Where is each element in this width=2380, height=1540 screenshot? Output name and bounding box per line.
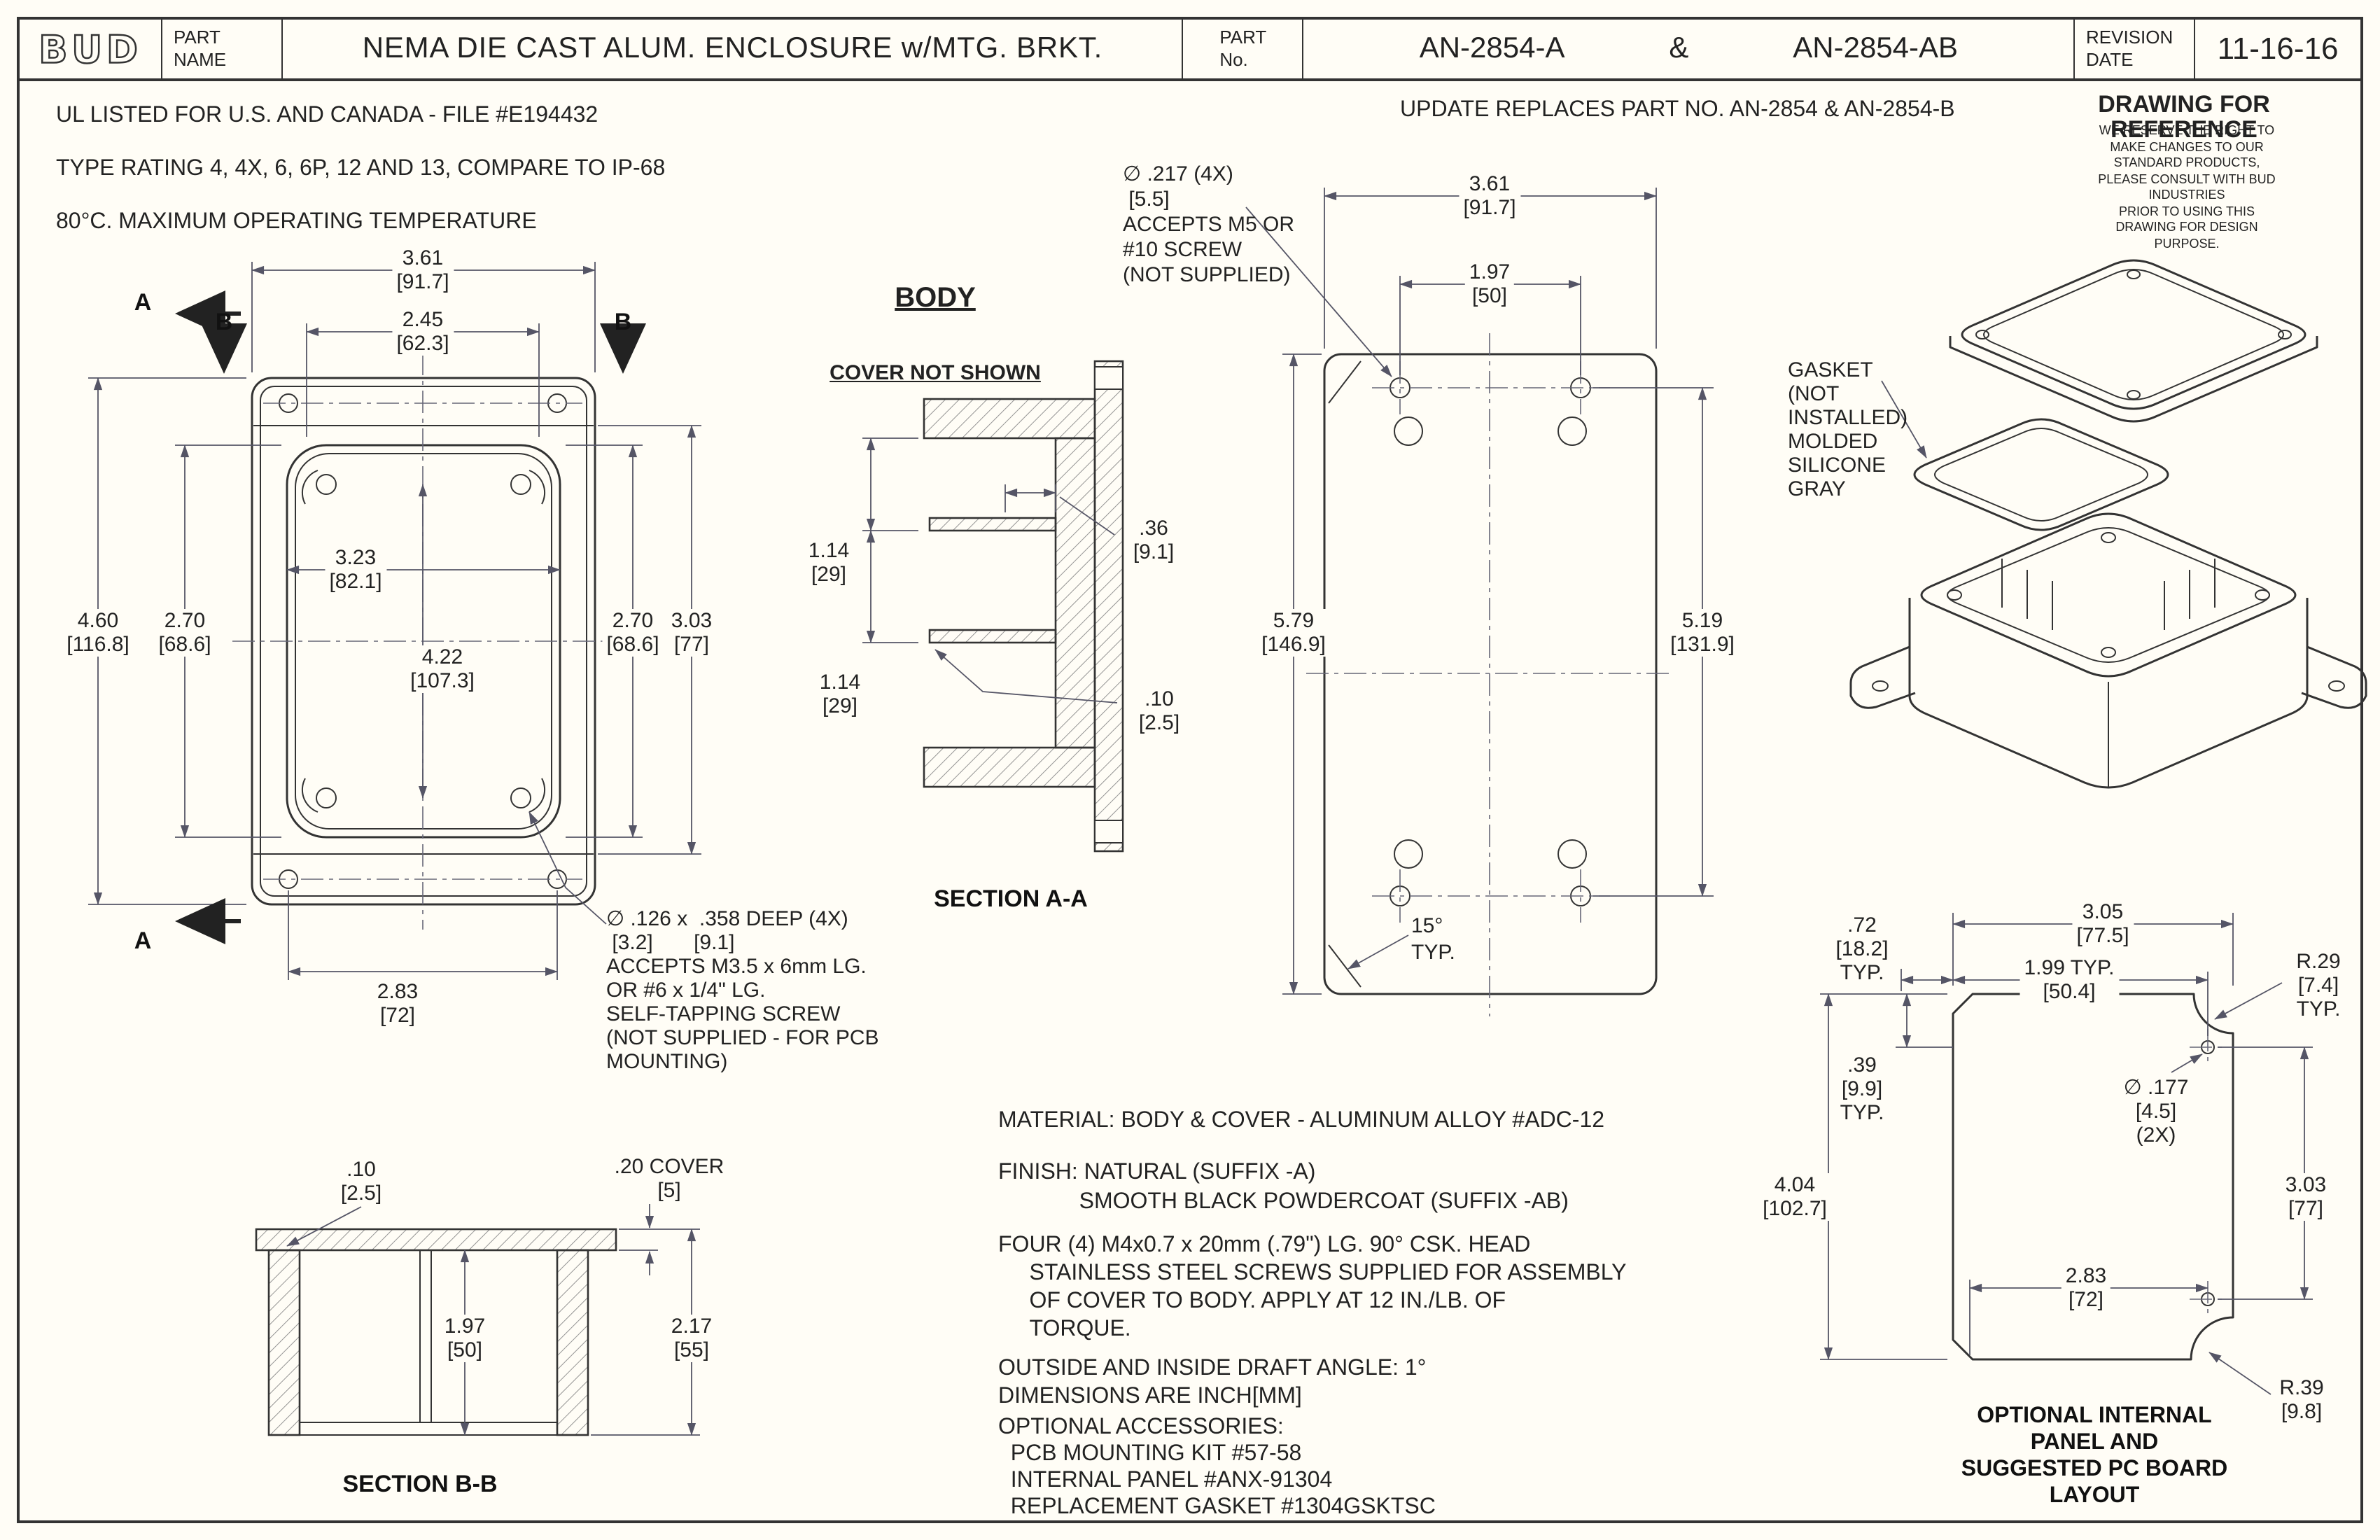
note-update: UPDATE REPLACES PART NO. AN-2854 & AN-28… (1400, 98, 1955, 122)
dim-rear-height-outer: 5.79[146.9] (1257, 609, 1330, 657)
dim-secaa-rib-pitch-2: 1.14[29] (815, 671, 865, 718)
dim-front-width-inner: 2.45[62.3] (392, 308, 454, 356)
dim-rear-hole-spacing-v: 5.19[131.9] (1666, 609, 1739, 657)
bud-logo: BUD (20, 20, 162, 78)
revision-date-label: REVISION DATE (2075, 20, 2195, 78)
bud-logo-text: BUD (38, 27, 141, 71)
dim-front-width-cavity: 3.23[82.1] (325, 546, 386, 594)
dim-front-height-outer: 4.60[116.8] (62, 609, 134, 657)
dim-front-width-outer: 3.61[91.7] (392, 246, 454, 294)
dim-front-boss-spacing: 4.22[107.3] (406, 645, 479, 693)
body-view-subtitle: COVER NOT SHOWN (830, 361, 1041, 385)
dim-secbb-cover: .20 COVER[5] (610, 1155, 729, 1203)
note-type-rating: TYPE RATING 4, 4X, 6, 6P, 12 AND 13, COM… (56, 157, 666, 181)
section-arrow-a-bottom-label: A (134, 927, 152, 954)
part-no-ab: AN-2854-AB (1793, 32, 1959, 64)
dim-panel-width-inner: 2.83[72] (2061, 1264, 2111, 1312)
dim-front-height-cover: 3.03[77] (666, 609, 717, 657)
dim-front-height-cavity-left: 2.70[68.6] (154, 609, 216, 657)
mounting-hole-callout: ∅ .217 (4X) [5.5] ACCEPTS M5 OR #10 SCRE… (1123, 162, 1295, 287)
dim-panel-height: 4.04[102.7] (1758, 1173, 1831, 1221)
title-block: BUD PART NAME NEMA DIE CAST ALUM. ENCLOS… (17, 17, 2363, 81)
draft-angle-note: 15° TYP. (1411, 914, 1455, 965)
dim-secaa-rib-width: .36[9.1] (1128, 517, 1179, 564)
reference-fine-print: WE RESERVE THE RIGHT TO MAKE CHANGES TO … (2098, 123, 2276, 250)
body-view-title: BODY (895, 283, 976, 314)
rear-view-linework (1245, 188, 1714, 1016)
pcb-boss-callout: ∅ .126 x .358 DEEP (4X) [3.2] [9.1] ACCE… (606, 907, 879, 1074)
dim-panel-hole-offset-h: 1.99 TYP.[50.4] (2019, 956, 2119, 1004)
part-name-label: PART NAME (162, 20, 283, 78)
dim-panel-height-inner: 3.03[77] (2281, 1173, 2331, 1221)
body-view-label: BODY COVER NOT SHOWN (830, 235, 1041, 437)
dim-panel-hole-offset-v: .39[9.9]TYP. (1835, 1054, 1889, 1125)
dim-panel-corner-radius-top: R.29[7.4]TYP. (2292, 950, 2345, 1021)
part-no-ampersand: & (1669, 32, 1689, 64)
note-material: MATERIAL: BODY & COVER - ALUMINUM ALLOY … (998, 1109, 1605, 1133)
dim-panel-corner-radius-bottom: R.39[9.8] (2275, 1376, 2328, 1424)
note-finish: FINISH: NATURAL (SUFFIX -A) SMOOTH BLACK… (998, 1161, 1569, 1214)
dim-secbb-inner-depth: 1.97[50] (440, 1315, 490, 1362)
section-aa-title: SECTION A-A (934, 886, 1088, 912)
dim-panel-hole-dia: ∅ .177[4.5](2X) (2119, 1076, 2193, 1147)
part-no-label: PART No. (1184, 20, 1304, 78)
dim-secaa-rib-gap: .10[2.5] (1134, 687, 1184, 735)
iso-view-linework (1849, 259, 2367, 789)
revision-date-value: 11-16-16 (2217, 31, 2339, 66)
note-screws: FOUR (4) M4x0.7 x 20mm (.79") LG. 90° CS… (998, 1233, 1627, 1341)
section-aa-linework (862, 360, 1124, 853)
dim-front-height-cavity-right: 2.70[68.6] (602, 609, 664, 657)
reference-title: DRAWING FOR REFERENCE (2098, 91, 2277, 143)
part-no-a: AN-2854-A (1419, 32, 1565, 64)
bud-logo-icon: BUD (38, 27, 141, 73)
note-draft-angle: OUTSIDE AND INSIDE DRAFT ANGLE: 1° DIMEN… (998, 1357, 1427, 1408)
note-max-temp: 80°C. MAXIMUM OPERATING TEMPERATURE (56, 210, 537, 234)
dim-secaa-rib-pitch-1: 1.14[29] (804, 539, 854, 587)
dim-rear-width-outer: 3.61[91.7] (1459, 172, 1520, 220)
dim-rear-hole-spacing-h: 1.97[50] (1464, 260, 1515, 308)
note-ul-listing: UL LISTED FOR U.S. AND CANADA - FILE #E1… (56, 104, 598, 127)
note-accessories: OPTIONAL ACCESSORIES: PCB MOUNTING KIT #… (998, 1415, 1436, 1519)
dim-panel-edge-offset: .72[18.2]TYP. (1831, 913, 1893, 985)
dim-panel-width: 3.05[77.5] (2072, 900, 2134, 948)
section-bb-title: SECTION B-B (342, 1471, 498, 1497)
section-bb-linework (255, 1204, 700, 1436)
panel-view-title: OPTIONAL INTERNAL PANEL AND SUGGESTED PC… (1961, 1404, 2228, 1508)
gasket-note: GASKET (NOT INSTALLED) MOLDED SILICONE G… (1788, 358, 1908, 501)
dim-front-hole-spacing: 2.83[72] (372, 980, 423, 1028)
part-numbers: AN-2854-A & AN-2854-AB (1304, 20, 2075, 78)
section-arrow-a-top-label: A (134, 289, 152, 316)
section-arrow-b-right-label: B (614, 309, 632, 335)
part-name-title: NEMA DIE CAST ALUM. ENCLOSURE w/MTG. BRK… (283, 20, 1184, 78)
dim-secbb-wall: .10[2.5] (336, 1158, 386, 1205)
section-arrow-b-left-label: B (215, 309, 233, 335)
dim-secbb-outer-depth: 2.17[55] (666, 1315, 717, 1362)
